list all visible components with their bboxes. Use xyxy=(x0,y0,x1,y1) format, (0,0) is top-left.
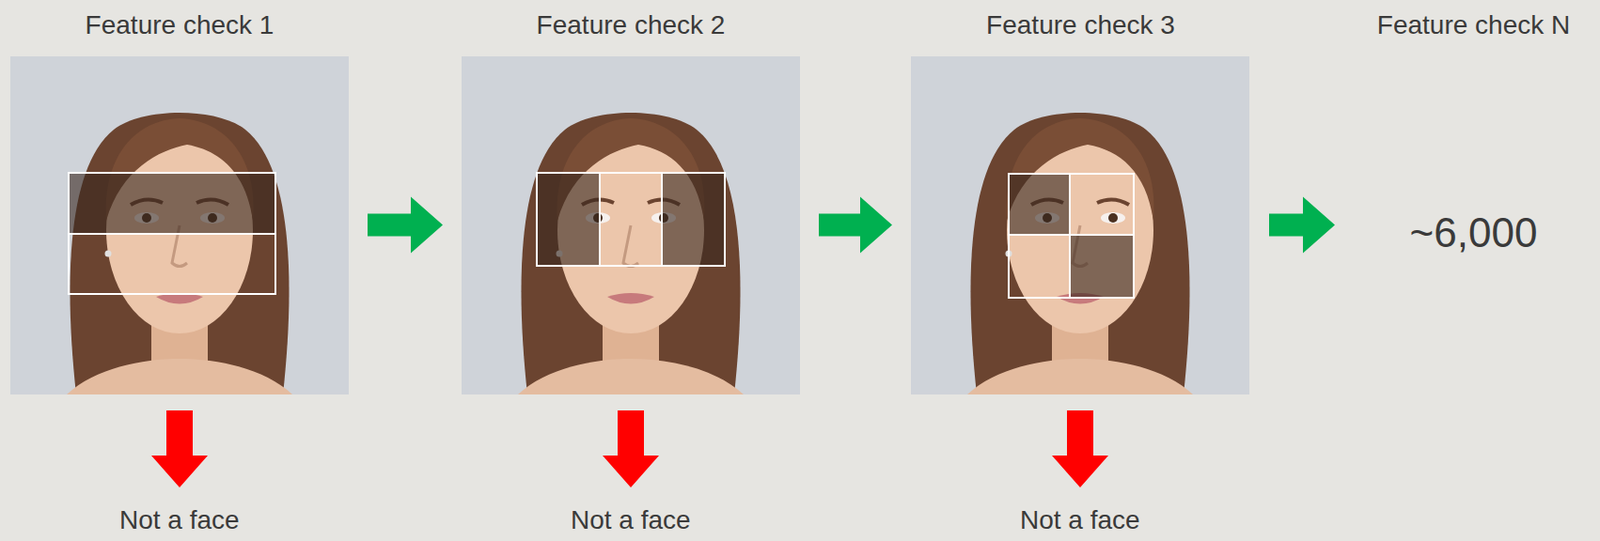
reject-label: Not a face xyxy=(1019,504,1141,537)
flow-arrow xyxy=(367,197,443,254)
stage-title: Feature check 1 xyxy=(0,9,387,42)
reject-label: Not a face xyxy=(119,504,240,537)
dark-feature-region xyxy=(536,172,600,267)
image-panel: Feature check 2 xyxy=(461,56,800,394)
face-panel-art xyxy=(910,56,1250,395)
reject-arrow xyxy=(1051,410,1109,488)
dark-feature-region xyxy=(68,172,276,235)
face-panel-art xyxy=(461,56,800,395)
feature-rect xyxy=(1069,235,1134,299)
feature-rect xyxy=(1008,235,1070,299)
reject-label: Not a face xyxy=(570,504,691,537)
stage-title: Feature check 2 xyxy=(423,9,838,42)
feature-rect xyxy=(1069,173,1134,236)
face-panel-art xyxy=(10,56,349,395)
feature-rect xyxy=(1008,173,1070,236)
dark-feature-region xyxy=(661,172,725,267)
reject-arrow xyxy=(151,410,208,488)
feature-rect xyxy=(661,172,725,267)
feature-rect xyxy=(68,172,276,235)
flow-arrow xyxy=(1269,197,1335,254)
feature-rect xyxy=(536,172,600,267)
image-panel: Feature check 3 xyxy=(910,56,1251,394)
feature-rect xyxy=(599,172,662,267)
feature-rect xyxy=(68,234,276,295)
reject-arrow xyxy=(602,410,659,488)
flow-arrow xyxy=(818,197,893,254)
dark-feature-region xyxy=(1008,173,1070,236)
face-photo xyxy=(10,56,349,395)
stage-title: Feature check N xyxy=(1316,9,1600,42)
stage-column: Feature check N~6,000 xyxy=(1353,56,1594,394)
face-photo xyxy=(461,56,800,395)
image-panel: Feature check 1 xyxy=(10,56,349,394)
feature-count: ~6,000 xyxy=(1353,208,1594,258)
stage-title: Feature check 3 xyxy=(873,9,1288,42)
face-photo xyxy=(910,56,1250,395)
dark-feature-region xyxy=(1069,235,1134,299)
